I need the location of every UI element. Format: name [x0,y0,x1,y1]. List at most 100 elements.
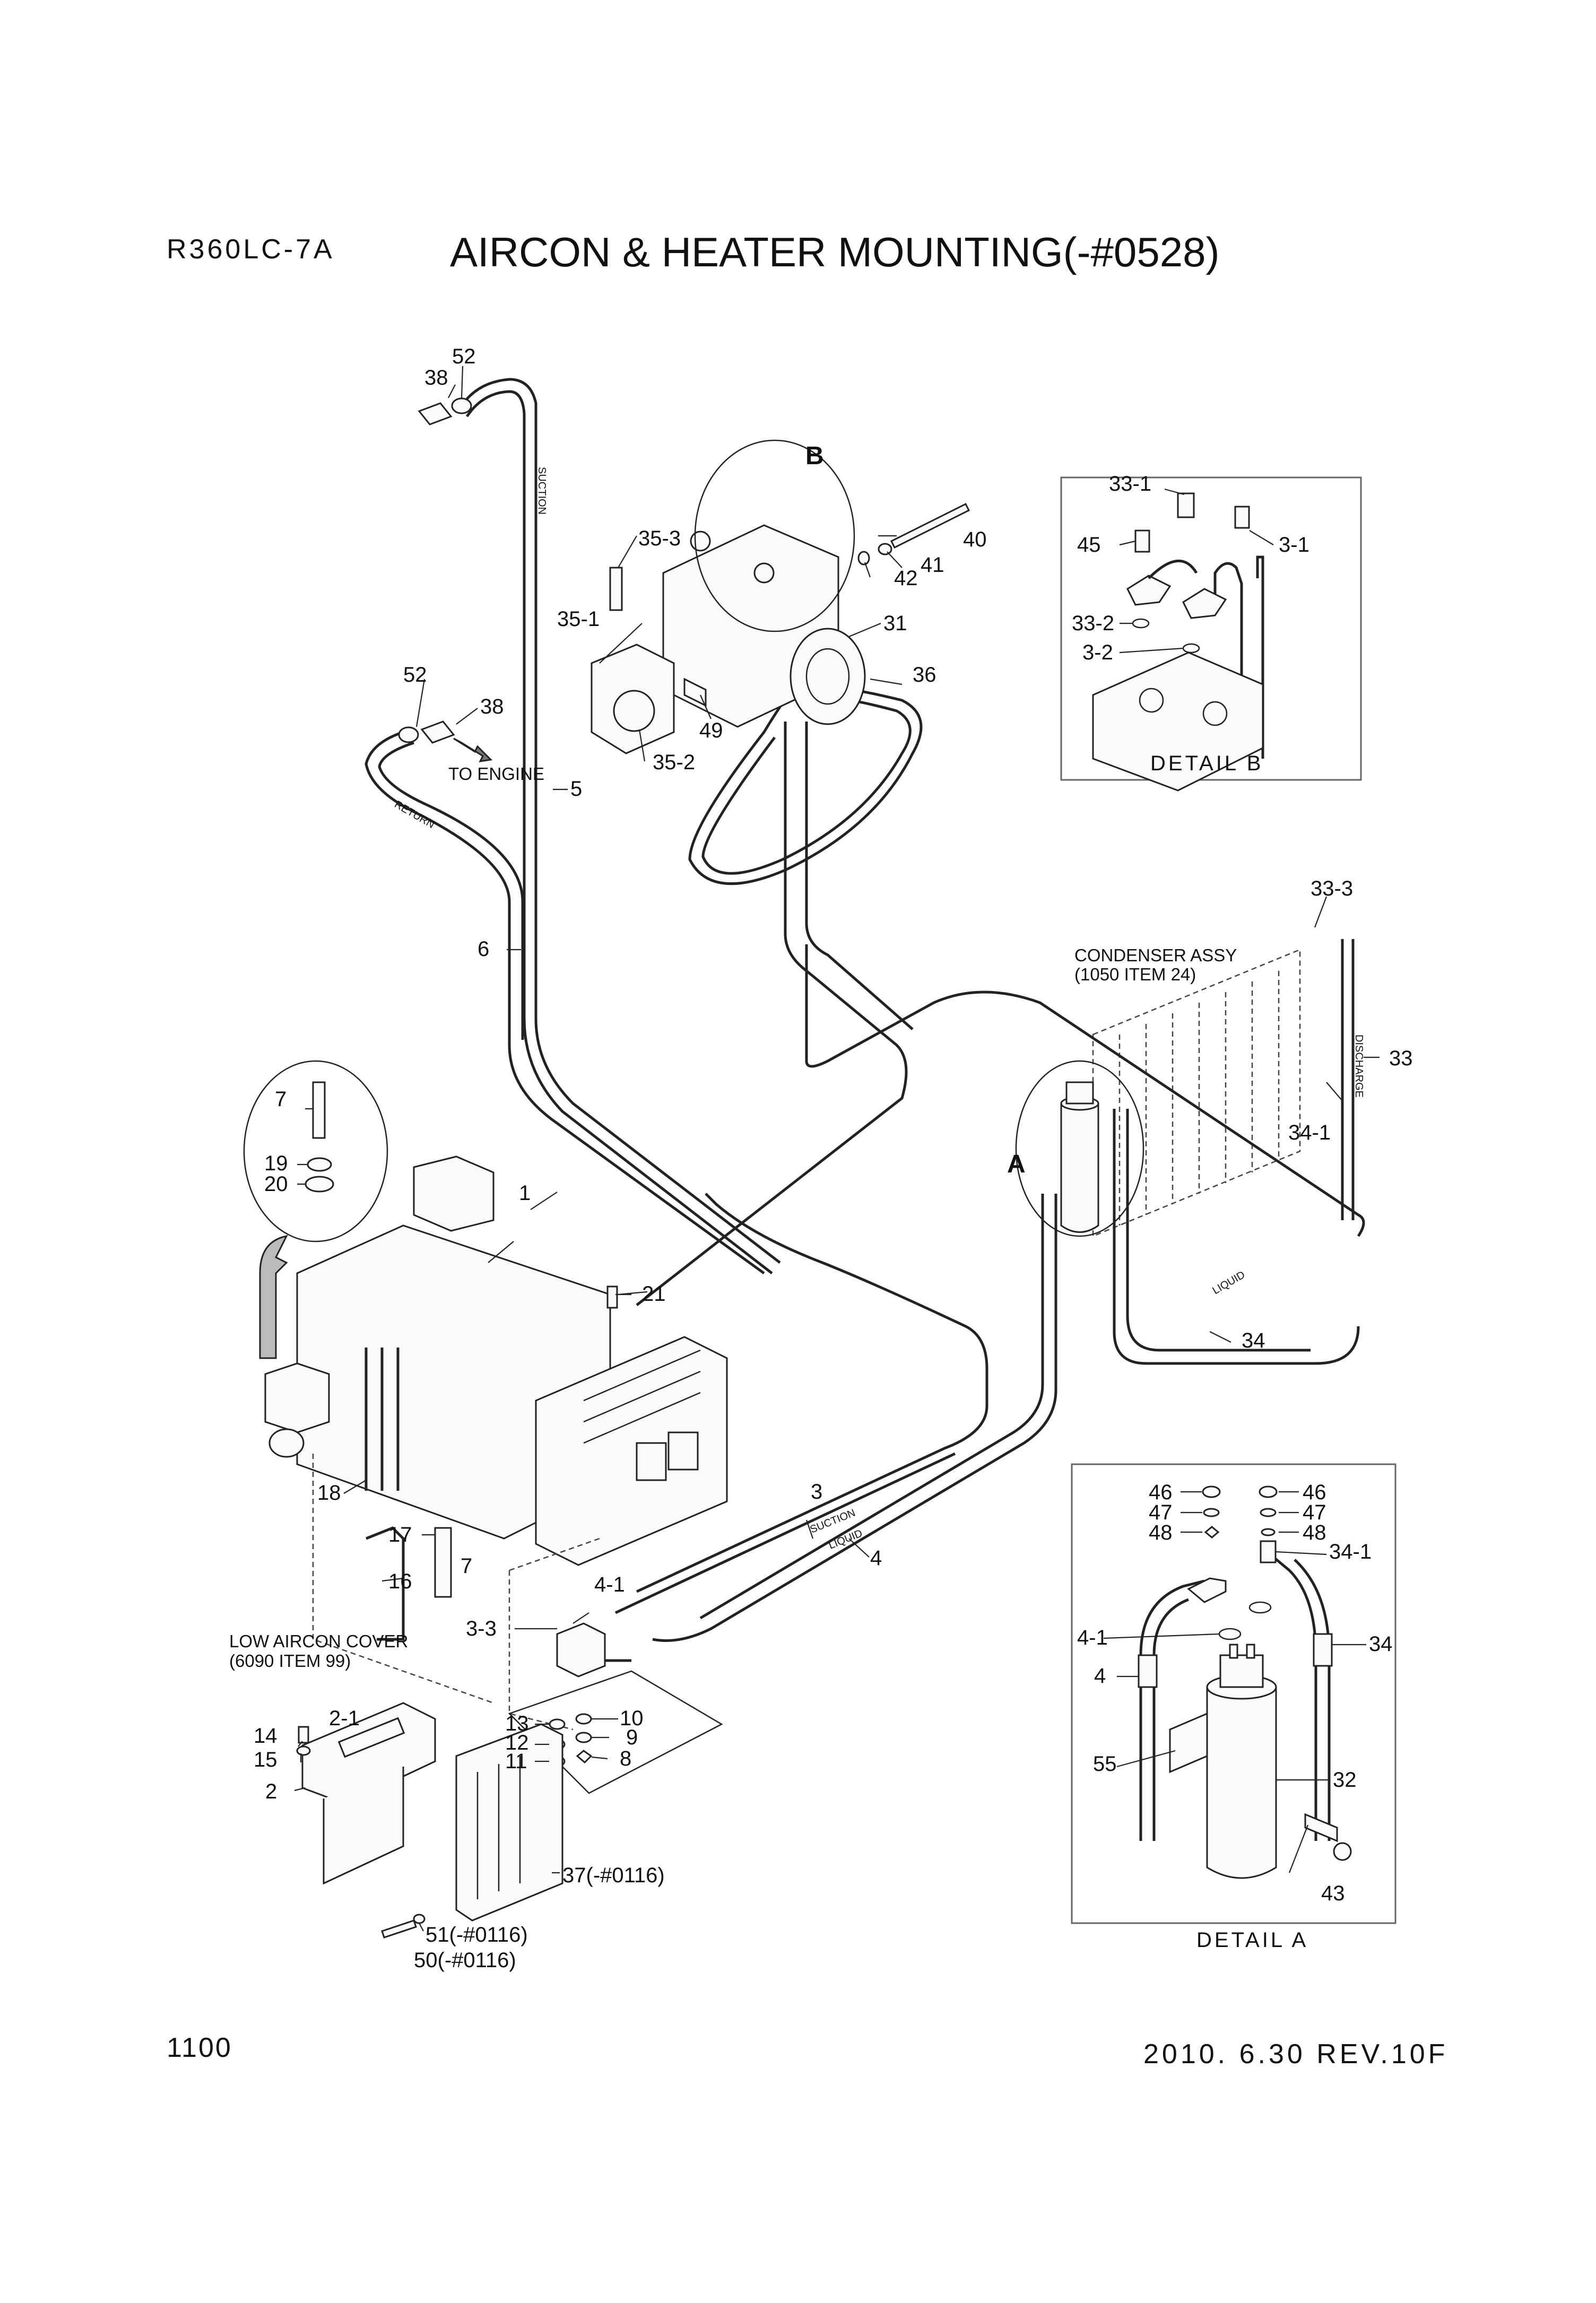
callout-10: 10 [620,1707,644,1730]
oring-9 [575,1732,592,1743]
callout-14: 14 [254,1724,277,1748]
hose-mark-suction: SUCTION [536,467,548,515]
callout-11: 11 [505,1750,527,1773]
evaporator-block [535,1336,728,1566]
callout-5: 5 [570,777,582,801]
to-engine-arrow [453,737,493,762]
detail-a-marker: A [1007,1150,1026,1178]
callout-16: 16 [388,1570,412,1593]
washer-41 [878,543,892,555]
hose-compressor-down [636,722,908,1306]
hose-34-liquid [1113,1109,1360,1365]
model-code: R360LC-7A [167,234,335,265]
callout-a-46-right: 46 [1303,1481,1326,1504]
callout-19: 19 [264,1152,288,1175]
detail-a-washer-47-r [1260,1508,1277,1517]
leader-b-3-1 [1249,530,1274,545]
detail-a-nut-43 [1333,1842,1352,1861]
callout-37: 37(-#0116) [562,1864,665,1887]
detail-b-oring-33-2 [1132,618,1150,629]
callout-a-4: 4 [1094,1664,1106,1688]
fitting-38-top [418,402,453,425]
detail-a-pipe-34b [1294,1559,1331,1841]
drain-pipe-17 [434,1527,452,1598]
callout-a-43: 43 [1321,1882,1345,1905]
low-cover-dash [508,1537,600,1731]
callout-35-3: 35-3 [638,527,681,550]
condenser-outline [1092,949,1301,1237]
detail-a-nut-46 [1202,1485,1221,1498]
detail-b-port-1 [1139,688,1164,713]
belt-36-inner [701,693,912,875]
detail-b-tube-left [1148,559,1198,579]
hose-6-return-b [378,741,524,1040]
callout-a-47: 47 [1149,1501,1173,1524]
callout-2-1: 2-1 [329,1707,360,1730]
detail-b-tube-right [1213,562,1243,722]
detail-a-oring-34-1 [1248,1601,1272,1614]
hose-mark-return: RETURN [393,798,437,831]
detail-b-panel: 33-1 45 3-1 33-2 3-2 DETAIL B [1060,472,1362,792]
detail-b-caption: DETAIL B [1150,752,1263,775]
callout-36: 36 [913,663,936,686]
detail-b-fitting-3-1 [1234,506,1250,529]
bolt-35-3 [609,567,623,611]
detail-b-port-2 [1202,701,1228,726]
callout-1: 1 [519,1181,531,1205]
detail-a-caption: DETAIL A [1196,1928,1308,1952]
hose-3-suction-b [614,1452,956,1614]
screw-50 [381,1919,417,1939]
evaporator-grille [583,1349,701,1444]
heater-unit-1 [243,1060,728,1704]
callout-a-34-1: 34-1 [1329,1540,1372,1563]
washer-20 [305,1176,334,1193]
callout-3: 3 [811,1480,822,1504]
detail-a-oring-4-1 [1218,1628,1242,1640]
screw-14 [298,1726,309,1744]
callout-31: 31 [883,612,907,635]
to-engine-note: TO ENGINE [448,764,544,784]
callout-52-lower: 52 [403,663,427,686]
low-cover-area [296,1537,723,1939]
callout-13: 13 [505,1712,529,1735]
callout-20: 20 [264,1172,288,1196]
callout-b-45: 45 [1077,533,1101,557]
detail-b-tube-right-2 [1256,555,1264,759]
callout-38-lower: 38 [480,695,504,718]
callout-38-top: 38 [424,366,448,389]
callout-51: 51(-#0116) [426,1923,528,1946]
washer-51 [413,1914,426,1924]
heater-duct-round [268,1428,305,1458]
drier-main-head [1065,1081,1094,1105]
page-number: 1100 [167,2032,232,2063]
callout-52-top: 52 [452,345,476,368]
drier-main-body [1060,1102,1099,1233]
drain-hose-16 [366,1526,405,1641]
callout-a-34: 34 [1369,1632,1393,1656]
idler-pulley-35-2 [613,690,655,732]
detail-b-compressor-head [1092,651,1264,792]
callout-2: 2 [265,1780,277,1803]
detail-a-fitting-34-1 [1260,1540,1277,1563]
nut-42 [857,551,870,566]
detail-a-sleeve-34 [1313,1633,1333,1667]
detail-a-washer-48 [1204,1526,1220,1539]
callout-41: 41 [921,553,944,577]
compressor-port-2 [753,562,775,584]
leader-b-45 [1119,540,1136,546]
callout-21: 21 [642,1282,666,1306]
controller-2-body [323,1767,404,1885]
callout-a-4-1: 4-1 [1077,1626,1108,1649]
condenser-note-line1: CONDENSER ASSY [1074,945,1237,965]
hose-3-suction [636,1193,988,1593]
callout-8: 8 [620,1747,631,1770]
detail-a-circle [1015,1060,1144,1237]
callout-7-lower: 7 [461,1554,472,1578]
callout-34-1: 34-1 [1288,1121,1331,1144]
screw-21 [606,1285,618,1309]
condenser-note-line2: (1050 ITEM 24) [1074,964,1196,984]
low-cover-note-line2: (6090 ITEM 99) [229,1651,351,1671]
washer-19 [307,1157,332,1172]
receiver-drier-main: A [1007,1060,1144,1237]
